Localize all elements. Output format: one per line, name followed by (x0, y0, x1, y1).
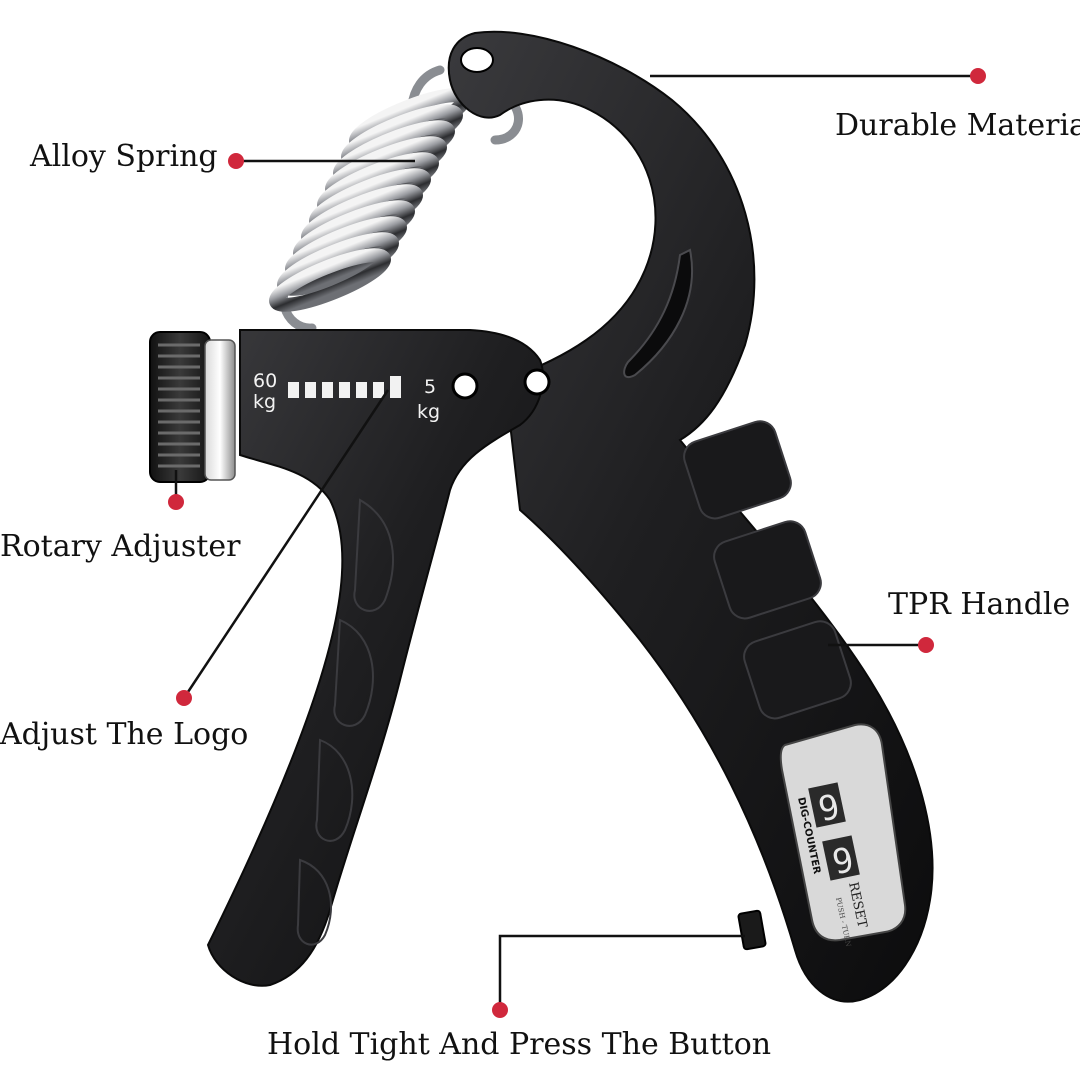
scale-tick (373, 382, 384, 398)
leader-dots (168, 68, 986, 1018)
counter-digit-right-bg (822, 835, 860, 881)
scale-tick (288, 382, 299, 398)
arc-groove (623, 248, 694, 379)
callout-tpr-handle: TPR Handle (888, 587, 1071, 622)
dot-alloy-spring (228, 153, 244, 169)
callout-adjust-logo: Adjust The Logo (0, 717, 249, 752)
dot-adjust-logo (176, 690, 192, 706)
dot-hold-tight (492, 1002, 508, 1018)
scale-tick (390, 376, 401, 398)
scale-tick (356, 382, 367, 398)
alloy-spring (269, 88, 471, 312)
left-handle (206, 329, 545, 987)
pivot-hole-left (451, 372, 479, 400)
callout-hold-tight: Hold Tight And Press The Button (267, 1027, 772, 1062)
resistance-scale (288, 376, 401, 398)
reset-button[interactable] (737, 909, 767, 951)
scale-min-unit: kg (417, 401, 440, 423)
scale-tick (322, 382, 333, 398)
callout-durable-material: Durable Material (835, 108, 1080, 143)
callout-alloy-spring: Alloy Spring (30, 139, 218, 174)
dot-rotary-adjuster (168, 494, 184, 510)
spring-coil (269, 248, 391, 312)
leader-hold-tight (498, 934, 745, 1010)
hook-hole (460, 47, 494, 73)
leader-adjust-logo (182, 389, 390, 699)
scale-max-unit: kg (253, 391, 276, 413)
dot-durable-material (970, 68, 986, 84)
counter-panel: 9 9 DIG-COUNTER RESET PUSH - TURN (779, 723, 907, 947)
scale-tick (339, 382, 350, 398)
pivot-hole-right (523, 368, 551, 396)
counter-digit-left-bg (808, 782, 846, 828)
right-grip-pads (683, 420, 852, 720)
dot-tpr-handle (918, 637, 934, 653)
callout-rotary-adjuster: Rotary Adjuster (0, 529, 241, 564)
leader-lines (174, 74, 978, 1010)
scale-tick (305, 382, 316, 398)
rotary-adjuster-knob[interactable] (149, 331, 236, 483)
scale-min-value: 5 (424, 376, 436, 398)
left-grip-pads (296, 498, 394, 946)
scale-max-value: 60 (253, 370, 277, 392)
